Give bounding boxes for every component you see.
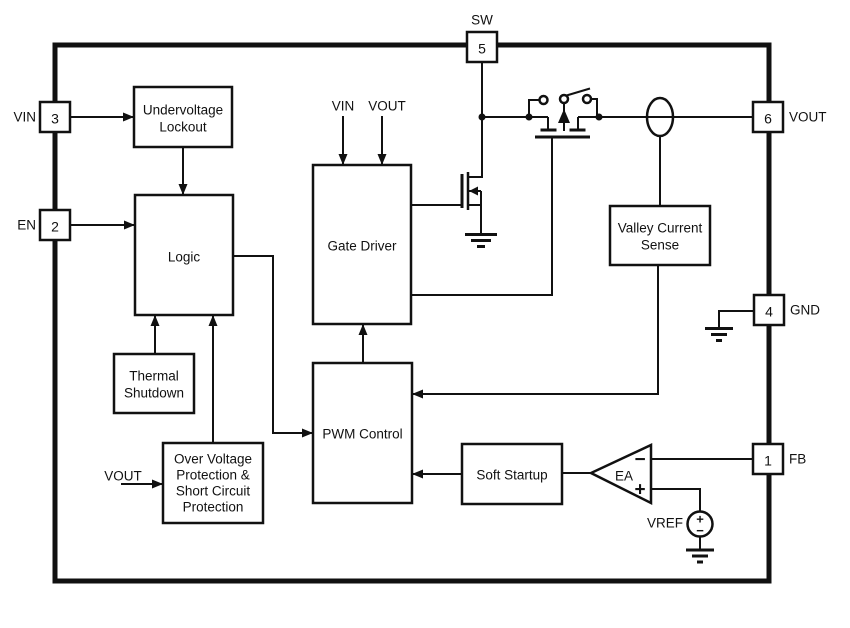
pin-gnd-number: 4 xyxy=(765,304,773,320)
ovp-label-line1: Over Voltage xyxy=(174,452,252,467)
error-amp-label: EA xyxy=(615,469,633,484)
ground-icon-vref xyxy=(686,548,714,564)
block-undervoltage-lockout: Undervoltage Lockout xyxy=(132,85,234,149)
error-amp-plus-sign: + xyxy=(634,480,645,501)
vref-circle xyxy=(686,510,714,538)
block-pwm-control: PWM Control xyxy=(311,361,414,505)
pin-en-number: 2 xyxy=(51,219,59,235)
ovp-label-line4: Protection xyxy=(183,500,244,515)
pin-vout-label: VOUT xyxy=(789,110,827,125)
soft-startup-label: Soft Startup xyxy=(476,468,547,483)
error-amp-triangle xyxy=(588,443,653,506)
pin-fb-label: FB xyxy=(789,452,806,467)
pin-en-label: EN xyxy=(17,218,36,233)
uvlo-label-line2: Lockout xyxy=(159,120,207,135)
ovp-label-line3: Short Circuit xyxy=(176,484,251,499)
pin-vout-number: 6 xyxy=(764,111,772,127)
wire-gnd-pin-to-ground xyxy=(718,310,754,327)
junction-dot xyxy=(525,113,533,121)
wire-nmos-drain xyxy=(468,117,483,178)
vcs-label-line1: Valley Current xyxy=(618,221,703,236)
vref-source-icon: + − xyxy=(686,510,714,538)
block-gate-driver: Gate Driver xyxy=(311,163,413,326)
gate-driver-label: Gate Driver xyxy=(327,239,397,254)
block-soft-startup: Soft Startup xyxy=(460,442,564,506)
junction-dot xyxy=(478,113,486,121)
wire-nmos-source-to-ground xyxy=(468,191,482,234)
block-logic: Logic xyxy=(133,193,235,317)
vref-label: VREF xyxy=(647,516,683,531)
wires xyxy=(70,62,754,549)
error-amp-minus-sign: − xyxy=(634,450,645,471)
pin-sw-box xyxy=(465,30,499,64)
junction-dot xyxy=(595,113,603,121)
thermal-label-line2: Shutdown xyxy=(124,386,184,401)
switch-contact-circle-3 xyxy=(581,93,593,105)
gate-driver-vout-label: VOUT xyxy=(368,99,406,114)
pmos-body-diode-arrow xyxy=(558,109,570,123)
vref-plus-sign: + xyxy=(696,512,704,527)
ground-icon-gnd-pin xyxy=(705,327,733,342)
block-valley-current-sense: Valley Current Sense xyxy=(608,204,712,267)
block-thermal-shutdown: Thermal Shutdown xyxy=(112,352,196,415)
pin-en-box xyxy=(38,208,72,242)
pin-vin-label: VIN xyxy=(13,110,36,125)
vref-minus-sign: − xyxy=(696,523,704,538)
switch-contact-right-lead xyxy=(591,98,598,117)
pin-vin-box xyxy=(38,100,72,134)
inductor-icon xyxy=(645,96,675,138)
pin-vin-number: 3 xyxy=(51,111,59,127)
pin-gnd: 4 GND xyxy=(752,293,820,327)
pin-fb: 1 FB xyxy=(751,442,806,476)
switch-blade xyxy=(566,87,591,97)
ground-icon-nmos xyxy=(465,233,497,248)
pin-fb-number: 1 xyxy=(764,453,772,469)
pin-vout: 6 VOUT xyxy=(751,100,827,134)
switch-contact-circle-2 xyxy=(558,93,570,105)
pin-gnd-label: GND xyxy=(790,303,820,318)
switch-contact-left-lead xyxy=(528,99,539,117)
pin-gnd-box xyxy=(752,293,786,327)
pin-fb-box xyxy=(751,442,785,476)
wire-gate-driver-to-pmos-gate xyxy=(411,137,553,296)
pin-vout-box xyxy=(751,100,785,134)
pmos-switch-icon xyxy=(528,87,598,139)
pin-sw-number: 5 xyxy=(478,41,486,57)
wire-vcs-to-pwm xyxy=(412,265,659,399)
pwm-label: PWM Control xyxy=(322,427,402,442)
vcs-label-line2: Sense xyxy=(641,238,679,253)
uvlo-label-line1: Undervoltage xyxy=(143,103,223,118)
wire-logic-to-pwm xyxy=(233,255,313,438)
pin-sw: 5 SW xyxy=(465,13,499,64)
nmos-body-arrow xyxy=(469,186,478,196)
ovp-label-line2: Protection & xyxy=(176,468,250,483)
gate-driver-vin-label: VIN xyxy=(332,99,355,114)
pin-vin: 3 VIN xyxy=(13,100,72,134)
wire-ea-to-vref xyxy=(651,488,701,512)
pin-sw-label: SW xyxy=(471,13,493,28)
switch-contact-circle-1 xyxy=(538,94,549,106)
logic-label: Logic xyxy=(168,250,201,265)
error-amp-icon: − EA + xyxy=(588,443,653,506)
ovp-vout-label: VOUT xyxy=(104,469,142,484)
nmos-transistor-icon xyxy=(460,172,481,210)
block-ovp-scp: Over Voltage Protection & Short Circuit … xyxy=(161,441,265,525)
thermal-label-line1: Thermal xyxy=(129,369,179,384)
pin-en: 2 EN xyxy=(17,208,72,242)
